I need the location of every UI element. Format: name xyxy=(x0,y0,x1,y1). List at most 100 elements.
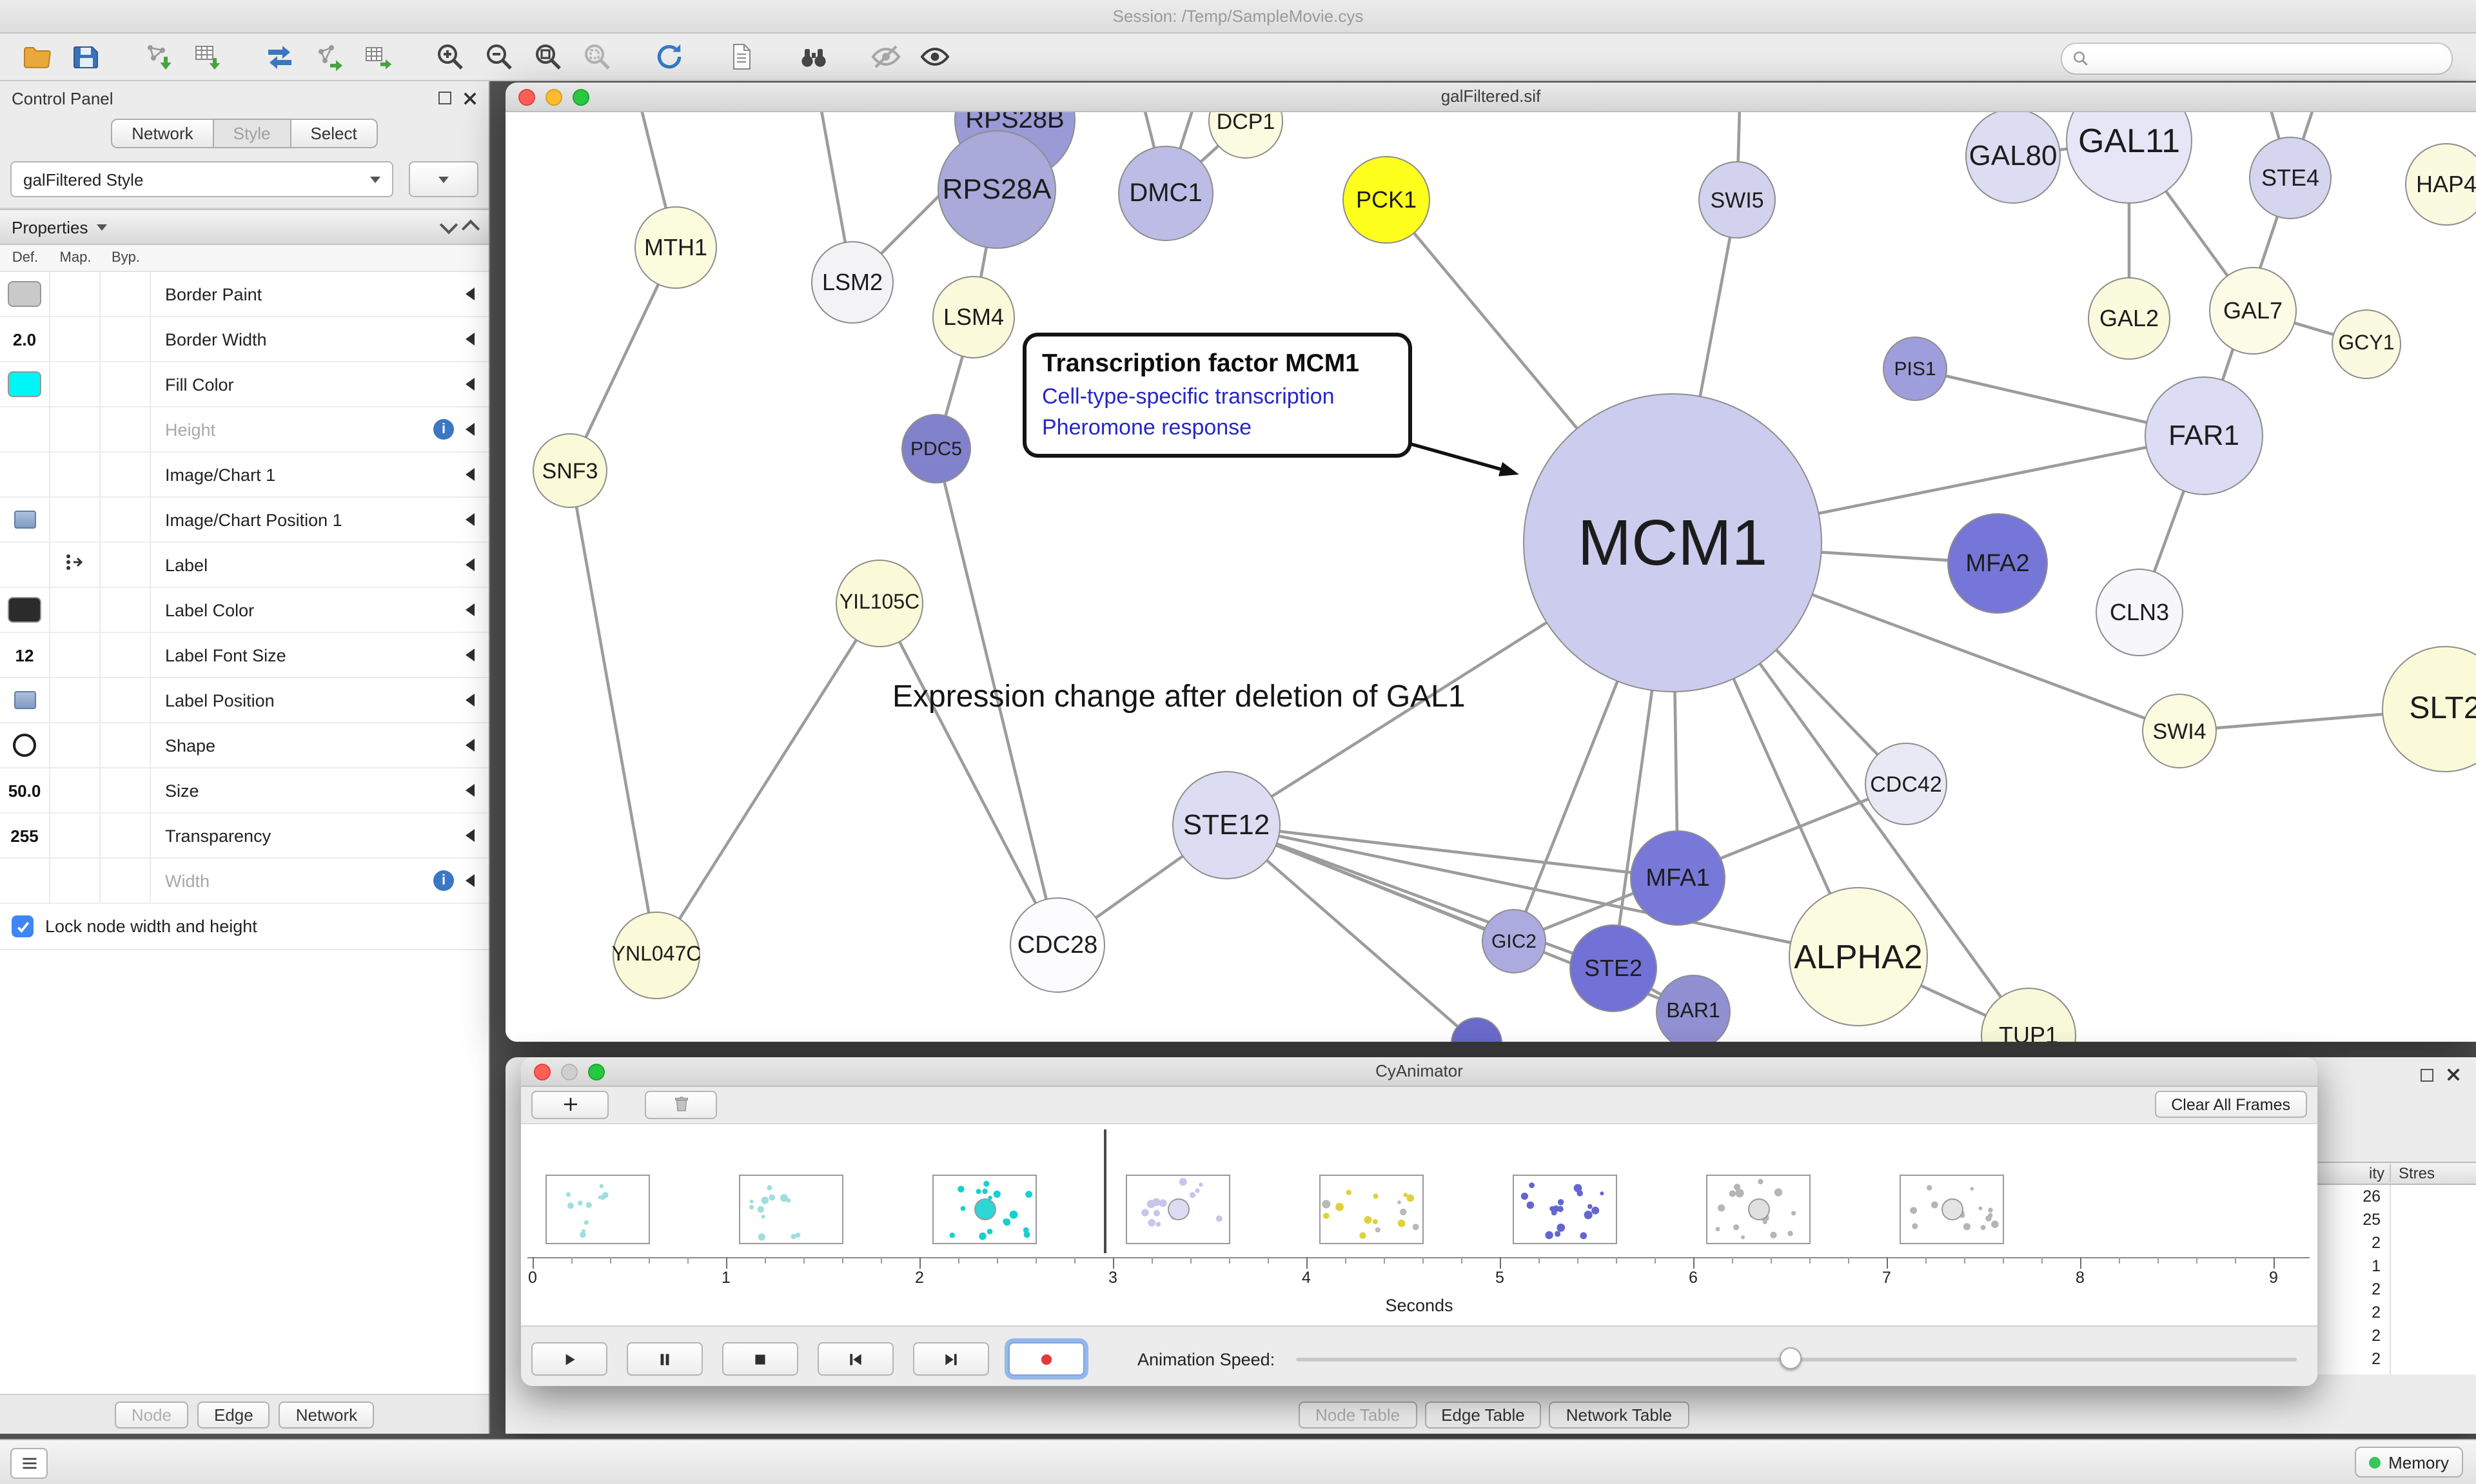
minimize-window-icon[interactable] xyxy=(545,88,562,105)
node-lsm4[interactable]: LSM4 xyxy=(932,276,1015,358)
previous-frame-button[interactable] xyxy=(818,1342,894,1376)
mapping-cell[interactable] xyxy=(50,588,101,632)
mapping-cell[interactable] xyxy=(50,633,101,677)
refresh-network-icon[interactable] xyxy=(650,37,689,76)
node-cdc42[interactable]: CDC42 xyxy=(1865,743,1947,825)
close-panel-icon[interactable] xyxy=(463,91,477,105)
node-cdc28[interactable]: CDC28 xyxy=(1010,897,1105,993)
float-panel-icon[interactable] xyxy=(2421,1068,2433,1081)
close-window-icon[interactable] xyxy=(534,1063,551,1080)
animation-frame-0[interactable] xyxy=(545,1175,650,1244)
mapping-cell[interactable] xyxy=(50,768,101,812)
table-column-header[interactable]: Stres xyxy=(2390,1164,2476,1182)
animation-frame-6[interactable] xyxy=(1706,1175,1811,1244)
clear-all-frames-button[interactable]: Clear All Frames xyxy=(2154,1091,2307,1118)
expand-row-icon[interactable] xyxy=(466,603,475,616)
export-network-icon[interactable] xyxy=(310,37,348,76)
node-ste4[interactable]: STE4 xyxy=(2249,137,2332,219)
zoom-fit-icon[interactable] xyxy=(529,37,567,76)
mapping-cell[interactable] xyxy=(50,543,101,587)
node-mfa2[interactable]: MFA2 xyxy=(1947,513,2048,614)
add-frame-button[interactable] xyxy=(531,1090,609,1118)
show-all-icon[interactable] xyxy=(916,37,954,76)
expand-row-icon[interactable] xyxy=(466,288,475,300)
node-snf3[interactable]: SNF3 xyxy=(533,433,607,508)
node-gal80[interactable]: GAL80 xyxy=(1965,112,2061,204)
open-session-icon[interactable] xyxy=(18,37,57,76)
default-value-cell[interactable]: 2.0 xyxy=(0,317,50,361)
node-rps28a[interactable]: RPS28A xyxy=(938,130,1056,249)
node-pck1[interactable]: PCK1 xyxy=(1342,156,1430,244)
stop-button[interactable] xyxy=(722,1342,798,1376)
animation-frame-1[interactable] xyxy=(739,1175,843,1244)
zoom-selected-icon[interactable] xyxy=(578,37,616,76)
properties-header[interactable]: Properties xyxy=(0,209,489,245)
bypass-cell[interactable] xyxy=(101,317,151,361)
node-ste12[interactable]: STE12 xyxy=(1172,771,1281,879)
expand-row-icon[interactable] xyxy=(466,378,475,391)
node-pis1[interactable]: PIS1 xyxy=(1883,337,1947,401)
lock-size-checkbox[interactable] xyxy=(12,915,34,937)
expand-row-icon[interactable] xyxy=(466,829,475,842)
bypass-cell[interactable] xyxy=(101,498,151,542)
expand-row-icon[interactable] xyxy=(466,558,475,571)
property-row-height[interactable]: Height xyxy=(0,407,489,453)
animation-frame-2[interactable] xyxy=(932,1175,1037,1244)
search-box[interactable] xyxy=(2061,43,2453,75)
default-value-cell[interactable] xyxy=(0,543,50,587)
annotation-caption[interactable]: Expression change after deletion of GAL1 xyxy=(892,679,1466,714)
bypass-cell[interactable] xyxy=(101,859,151,903)
network-window-titlebar[interactable]: galFiltered.sif xyxy=(506,83,2476,112)
next-frame-button[interactable] xyxy=(913,1342,989,1376)
node-lsm2[interactable]: LSM2 xyxy=(811,241,894,324)
tab-network[interactable]: Network xyxy=(111,119,214,148)
node-ynl047c[interactable]: YNL047C xyxy=(612,912,701,999)
default-value-cell[interactable]: 255 xyxy=(0,814,50,857)
style-selector[interactable]: galFiltered Style xyxy=(10,161,393,197)
animation-frame-7[interactable] xyxy=(1900,1175,2004,1244)
bypass-cell[interactable] xyxy=(101,678,151,722)
node-mfa1[interactable]: MFA1 xyxy=(1630,830,1725,926)
default-value-cell[interactable] xyxy=(0,859,50,903)
bypass-cell[interactable] xyxy=(101,407,151,451)
node-yil105c[interactable]: YIL105C xyxy=(836,560,923,647)
collapse-all-icon[interactable] xyxy=(461,219,480,238)
bypass-cell[interactable] xyxy=(101,453,151,496)
tab-style[interactable]: Style xyxy=(213,119,291,148)
close-panel-icon[interactable] xyxy=(2446,1068,2461,1082)
property-row-shape[interactable]: Shape xyxy=(0,723,489,768)
default-value-cell[interactable]: 12 xyxy=(0,633,50,677)
node-gic2[interactable]: GIC2 xyxy=(1482,909,1546,973)
default-value-cell[interactable] xyxy=(0,453,50,496)
node-mth1[interactable]: MTH1 xyxy=(634,206,717,289)
bypass-cell[interactable] xyxy=(101,588,151,632)
network-snapshot-icon[interactable] xyxy=(722,37,761,76)
expand-all-icon[interactable] xyxy=(439,216,458,235)
mapping-cell[interactable] xyxy=(50,723,101,767)
cyanimator-titlebar[interactable]: CyAnimator xyxy=(521,1057,2317,1087)
zoom-window-icon[interactable] xyxy=(588,1063,605,1080)
node-pdc5[interactable]: PDC5 xyxy=(901,414,971,483)
mapping-cell[interactable] xyxy=(50,678,101,722)
bypass-cell[interactable] xyxy=(101,814,151,857)
expand-row-icon[interactable] xyxy=(466,468,475,481)
mapping-cell[interactable] xyxy=(50,407,101,451)
animation-frame-3[interactable] xyxy=(1126,1175,1230,1244)
animation-frame-5[interactable] xyxy=(1513,1175,1617,1244)
import-table-icon[interactable] xyxy=(188,37,227,76)
node-gal2[interactable]: GAL2 xyxy=(2088,277,2170,360)
expand-row-icon[interactable] xyxy=(466,739,475,752)
style-options-button[interactable] xyxy=(409,161,478,197)
mapping-cell[interactable] xyxy=(50,498,101,542)
expand-row-icon[interactable] xyxy=(466,874,475,887)
first-neighbors-icon[interactable] xyxy=(794,37,833,76)
expand-row-icon[interactable] xyxy=(466,333,475,346)
float-panel-icon[interactable] xyxy=(438,92,451,104)
default-value-cell[interactable] xyxy=(0,588,50,632)
property-row-image-chart-position-1[interactable]: Image/Chart Position 1 xyxy=(0,498,489,543)
default-value-cell[interactable] xyxy=(0,678,50,722)
expand-row-icon[interactable] xyxy=(466,649,475,661)
node-ste2[interactable]: STE2 xyxy=(1569,924,1657,1012)
save-session-icon[interactable] xyxy=(67,37,106,76)
